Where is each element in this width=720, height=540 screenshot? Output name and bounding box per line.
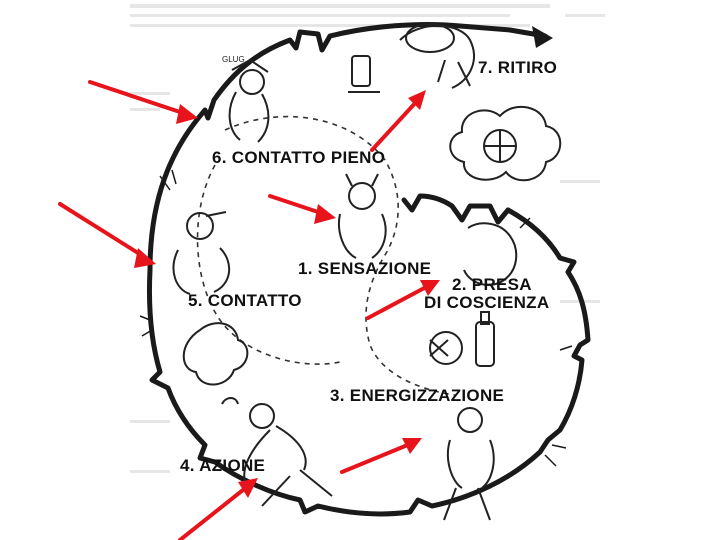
figure-azione-running-man — [221, 397, 333, 507]
red-arrow-1 — [88, 80, 188, 116]
red-arrow-6 — [340, 442, 412, 474]
stage-label-ritiro: 7. RITIRO — [478, 58, 558, 77]
stage-label-contatto-pieno: 6. CONTATTO PIENO — [212, 148, 386, 167]
red-arrow-1-head — [176, 104, 198, 124]
outer-cycle-path — [147, 21, 548, 273]
red-arrow-3 — [268, 194, 326, 216]
outer-cycle-arrowhead — [532, 26, 553, 48]
red-arrow-7 — [178, 484, 250, 540]
svg-text:GLUG: GLUG — [222, 55, 245, 64]
stage-label-azione: 4. AZIONE — [180, 456, 266, 475]
red-arrow-2-head — [134, 248, 156, 268]
outer-cycle-bottom-path — [146, 193, 591, 517]
stage-label-contatto: 5. CONTATTO — [188, 291, 302, 310]
stage-label-presa-line2: DI COSCIENZA — [424, 293, 550, 312]
red-arrow-4-head — [408, 90, 426, 110]
red-arrow-5-head — [420, 280, 440, 296]
figure-contatto-pieno-drinking-man: GLUG — [222, 55, 270, 143]
red-arrow-2 — [58, 202, 148, 260]
figure-energizzazione-bottle — [429, 311, 495, 367]
red-arrow-4 — [370, 98, 420, 152]
red-annotation-arrows — [58, 80, 440, 540]
stage-label-sensazione: 1. SENSAZIONE — [298, 259, 432, 278]
red-arrow-7-head — [238, 478, 258, 498]
red-arrow-3-head — [314, 204, 336, 224]
figure-energizzazione-man — [443, 407, 495, 521]
figure-contatto-man — [172, 211, 249, 386]
stage-label-presa-line1: 2. PRESA — [452, 275, 532, 294]
inner-dashed-cycle — [196, 115, 456, 396]
figure-sensazione-man — [338, 173, 387, 259]
stage-label-energizzazione: 3. ENERGIZZAZIONE — [330, 386, 505, 405]
red-arrow-5 — [366, 284, 430, 320]
spike-marks — [139, 169, 573, 467]
figure-presa-thought-cloud — [449, 106, 562, 286]
red-arrow-6-head — [402, 438, 422, 454]
figure-ritiro-sleeping-man — [348, 23, 475, 93]
